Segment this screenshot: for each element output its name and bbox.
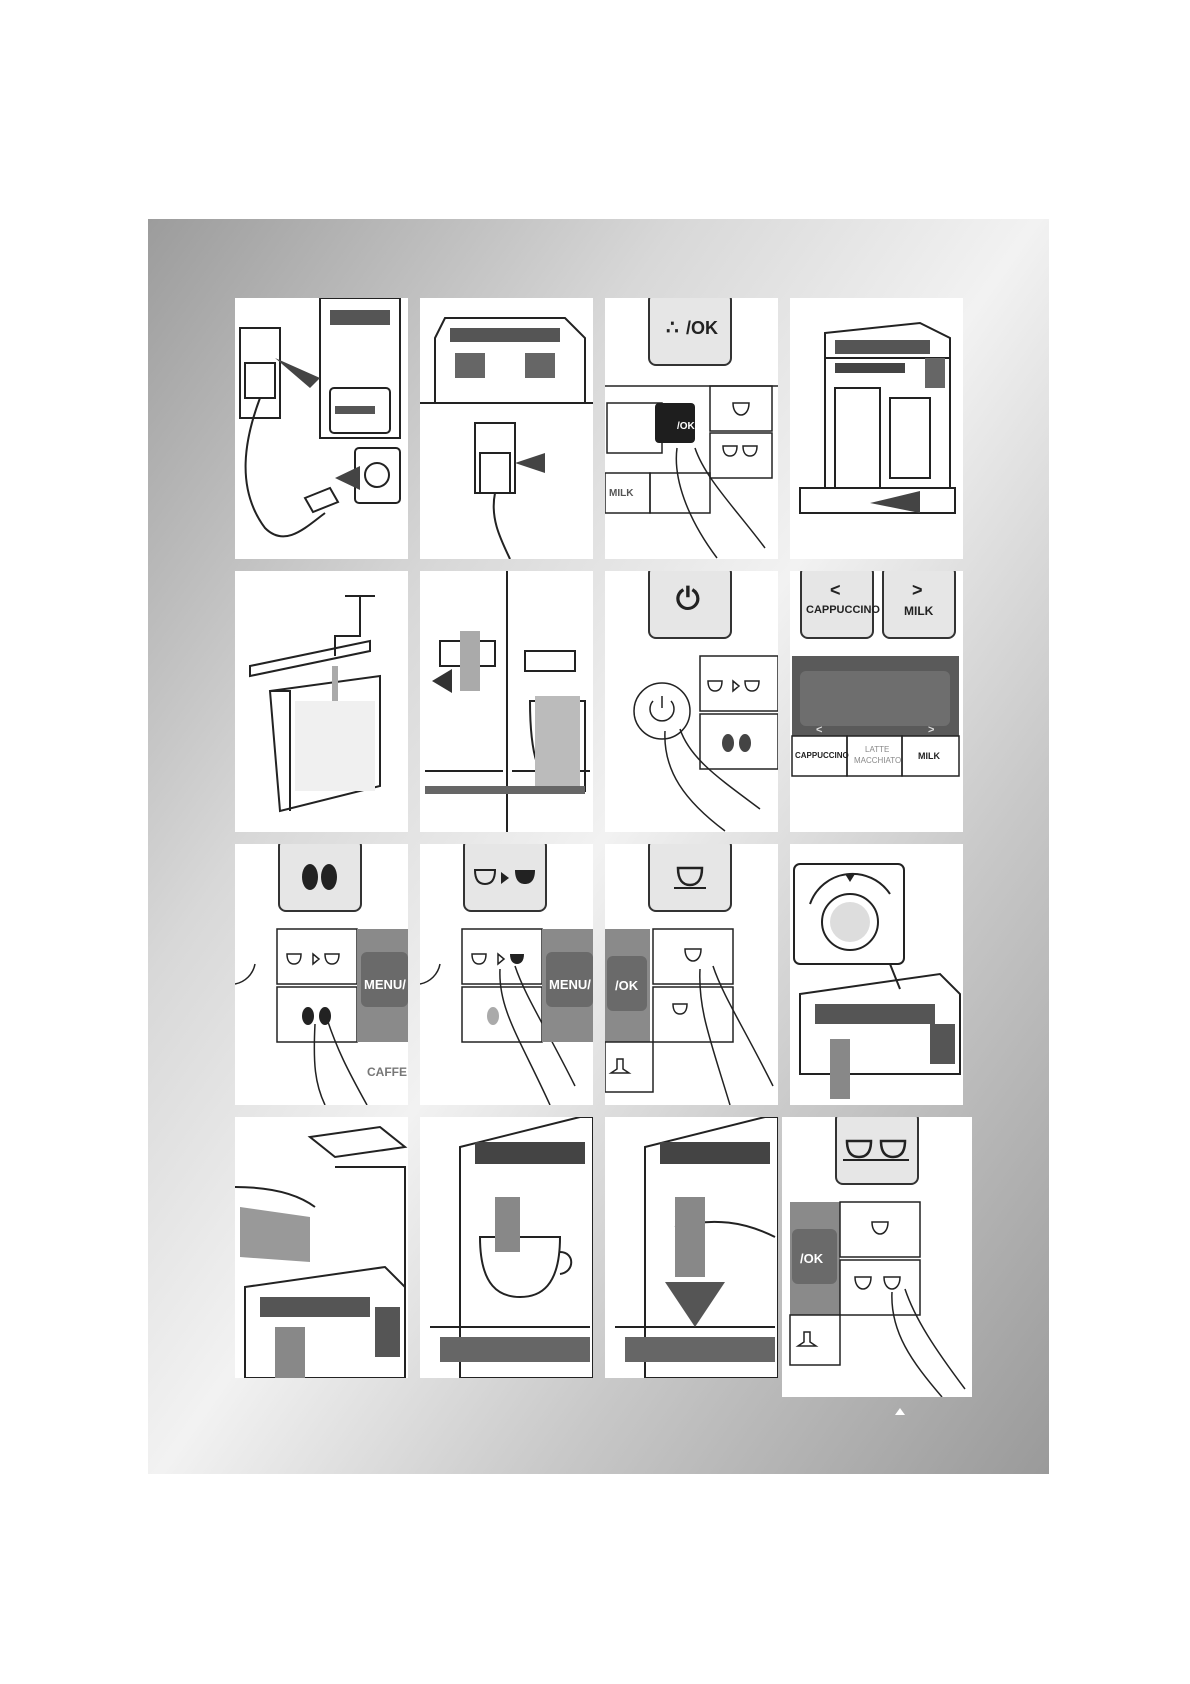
fill-tank-illustration <box>235 571 408 832</box>
power-panel-illustration <box>605 571 778 832</box>
panel-adjust-spout <box>605 1117 778 1378</box>
milk-key[interactable]: MILK <box>918 752 940 761</box>
ok-label: /OK <box>800 1252 823 1265</box>
ok-label: /OK <box>615 979 638 992</box>
panel-grinder <box>790 844 963 1105</box>
panel-power: ⏻ <box>605 571 778 832</box>
steam-icon <box>611 1059 629 1073</box>
single-cup-illustration <box>605 844 778 1105</box>
menu-label: MENU/ <box>549 978 591 991</box>
panel-fill-tank <box>235 571 408 832</box>
panel-coffee-cup <box>420 1117 593 1378</box>
menu-label: MENU/ <box>364 978 406 991</box>
cup-select-illustration <box>420 844 593 1105</box>
panel-single-cup: /OK <box>605 844 778 1105</box>
panel-cup-under <box>420 571 593 832</box>
latte-key-line2[interactable]: MACCHIATO <box>854 757 901 765</box>
plug-in-illustration <box>235 298 408 559</box>
panel-pour-beans <box>235 1117 408 1378</box>
coffee-cup-illustration <box>420 1117 593 1378</box>
panel-socket <box>420 298 593 559</box>
cappuccino-key[interactable]: CAPPUCCINO <box>795 752 849 760</box>
panel-ok-press: ∴ /OK /OK MILK <box>605 298 778 559</box>
milk-label: MILK <box>609 489 633 499</box>
socket-illustration <box>420 298 593 559</box>
panel-two-cups: /OK <box>782 1117 972 1397</box>
latte-key-line1[interactable]: LATTE <box>865 746 889 754</box>
grinder-illustration <box>790 844 963 1105</box>
panel-beans: MENU/ CAFFE <box>235 844 408 1105</box>
panel-cup-select: MENU/ <box>420 844 593 1105</box>
pour-beans-illustration <box>235 1117 408 1378</box>
lcd-right-arrow: > <box>928 725 934 736</box>
panel-plug-in <box>235 298 408 559</box>
ok-label-small: /OK <box>677 422 695 432</box>
panel-language: < CAPPUCCINO > MILK < > CAPPUCCINO LATTE… <box>790 571 963 832</box>
panel-machine-front <box>790 298 963 559</box>
adjust-spout-illustration <box>605 1117 778 1378</box>
cup-under-illustration <box>420 571 593 832</box>
steam-icon <box>798 1332 816 1346</box>
lcd-left-arrow: < <box>816 725 822 736</box>
language-display-illustration <box>790 571 963 832</box>
machine-front-illustration <box>790 298 963 559</box>
corner-mark <box>895 1408 905 1415</box>
caffe-label: CAFFE <box>367 1066 407 1078</box>
